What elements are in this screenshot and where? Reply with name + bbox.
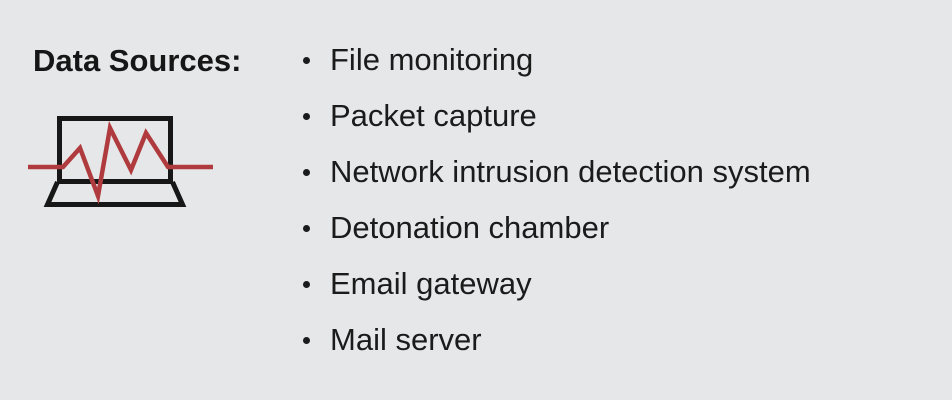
list-item: Email gateway (303, 256, 811, 312)
list-item: Packet capture (303, 88, 811, 144)
list-item-label: Mail server (330, 322, 482, 357)
laptop-pulse-icon-svg (28, 116, 213, 207)
pulse-line (28, 120, 213, 205)
list-item: Detonation chamber (303, 200, 811, 256)
list-item-label: Network intrusion detection system (330, 154, 811, 189)
bullet-icon (303, 168, 310, 176)
bullet-icon (303, 280, 310, 288)
list-item: Mail server (303, 312, 811, 368)
bullet-icon (303, 56, 310, 64)
list-item-label: File monitoring (330, 42, 534, 77)
list-item-label: Packet capture (330, 98, 537, 133)
laptop-base (43, 180, 187, 207)
laptop-screen-frame (57, 116, 173, 184)
data-sources-label: Data Sources: (33, 43, 242, 78)
list-item: File monitoring (303, 32, 811, 88)
list-item-label: Detonation chamber (330, 210, 610, 245)
bullet-icon (303, 224, 310, 232)
bullet-icon (303, 112, 310, 120)
laptop-pulse-icon (20, 103, 220, 215)
data-sources-list: File monitoring Packet capture Network i… (303, 32, 811, 368)
list-item-label: Email gateway (330, 266, 532, 301)
list-item: Network intrusion detection system (303, 144, 811, 200)
bullet-icon (303, 336, 310, 344)
